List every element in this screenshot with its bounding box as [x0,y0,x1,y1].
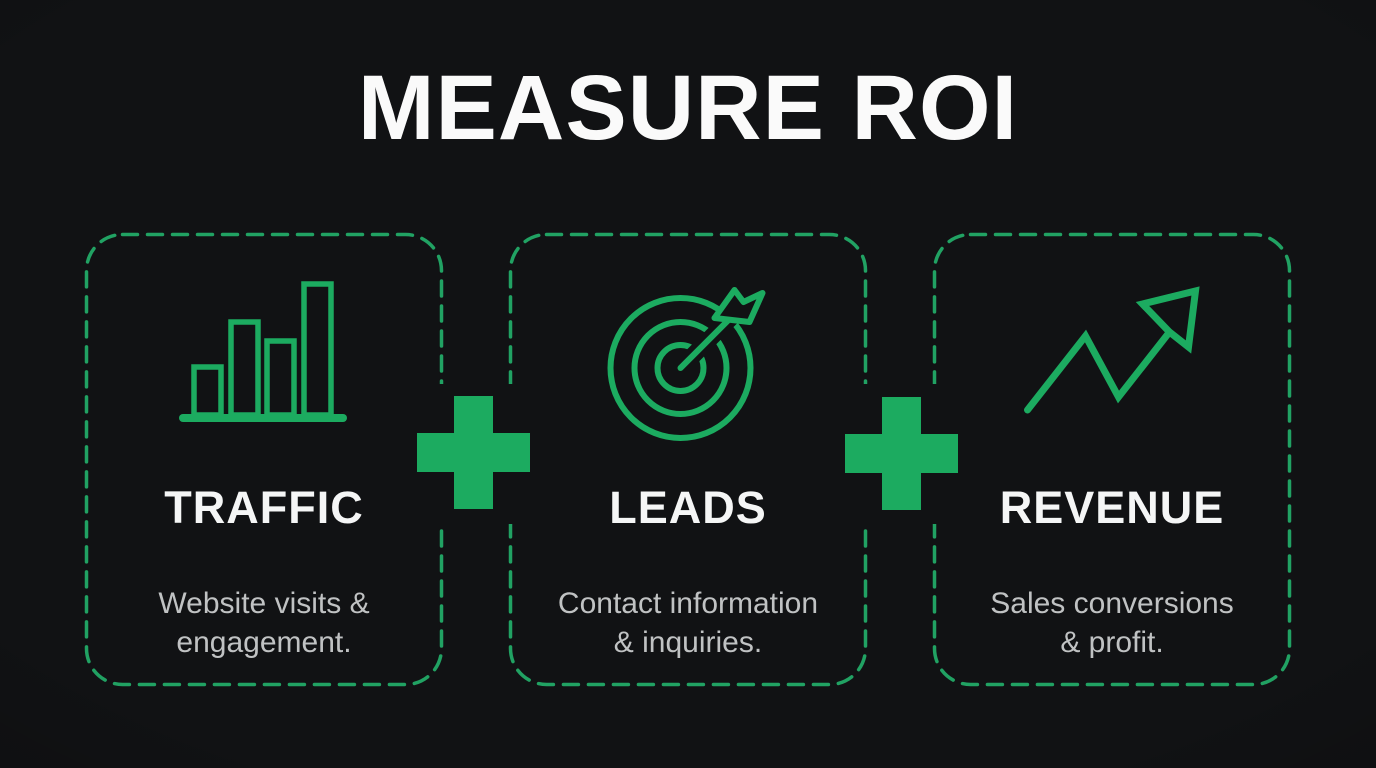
desc-line: engagement. [176,626,352,659]
card-description: Contact information & inquiries. [508,584,868,662]
plus-separator-1 [417,396,530,509]
desc-line: Contact information [557,587,819,620]
desc-line: Website visits & [158,587,370,620]
desc-line: & inquiries. [613,626,763,659]
target-arrow-icon [601,276,776,449]
card-description: Sales conversions & profit. [932,584,1292,662]
plus-vertical-bar [882,397,921,510]
card-leads: LEADS Contact information & inquiries. [508,232,868,687]
card-label: TRAFFIC [164,482,364,533]
card-revenue: REVENUE Sales conversions & profit. [932,232,1292,687]
trend-up-arrow-icon [1020,284,1205,424]
plus-separator-2 [845,397,958,510]
plus-vertical-bar [454,396,493,509]
card-description: Website visits & engagement. [84,584,444,662]
card-label: LEADS [609,482,767,533]
card-label: REVENUE [999,482,1225,533]
desc-line: & profit. [1060,626,1164,659]
bar-chart-icon [179,280,349,430]
card-traffic: TRAFFIC Website visits & engagement. [84,232,444,687]
desc-line: Sales conversions [990,587,1234,620]
page-title: MEASURE ROI [357,56,1019,159]
